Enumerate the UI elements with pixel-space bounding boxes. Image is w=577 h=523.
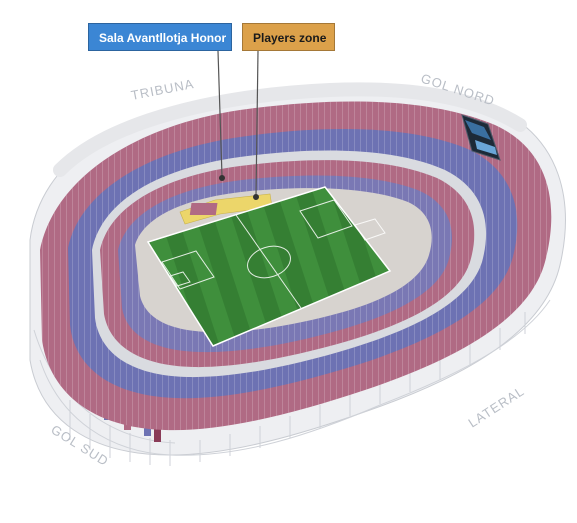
pitch — [146, 186, 392, 347]
players-zone-tunnel — [189, 203, 218, 215]
upper-tier-rim — [53, 82, 527, 177]
callout-sala-avantllotja-honor[interactable]: Sala Avantllotja Honor — [88, 23, 232, 51]
pitch-markings — [161, 199, 386, 309]
honor-leader-line — [217, 50, 223, 177]
callout-players-zone[interactable]: Players zone — [242, 23, 335, 51]
stand-label-tribuna: TRIBUNA — [130, 76, 196, 103]
callout-honor-label: Sala Avantllotja Honor — [99, 31, 227, 45]
callout-players-label: Players zone — [253, 31, 327, 45]
facade — [33, 299, 551, 466]
honor-marker — [219, 175, 225, 181]
scoreboard-icon — [461, 114, 501, 161]
players-marker — [253, 194, 259, 200]
stand-label-lateral: LATERAL — [465, 383, 527, 430]
players-leader-line — [255, 50, 259, 197]
